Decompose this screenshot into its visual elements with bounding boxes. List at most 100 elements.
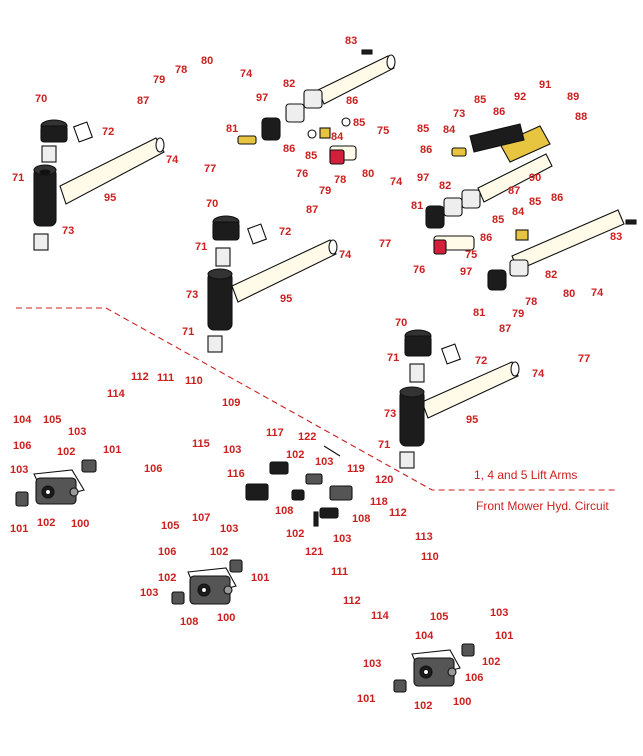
callout: 86 — [551, 192, 563, 204]
callout: 80 — [201, 55, 213, 67]
callout: 86 — [420, 144, 432, 156]
callout: 72 — [475, 355, 487, 367]
callout: 74 — [240, 68, 253, 80]
callout: 101 — [357, 693, 375, 705]
section-divider-line — [16, 307, 618, 491]
callout: 81 — [473, 307, 485, 319]
callout: 108 — [180, 616, 198, 628]
callout: 84 — [512, 206, 525, 218]
callout: 88 — [575, 111, 587, 123]
callout: 95 — [466, 414, 478, 426]
callout: 104 — [415, 630, 434, 642]
callout: 101 — [251, 572, 269, 584]
callout: 95 — [280, 293, 292, 305]
callout: 101 — [10, 523, 28, 535]
callout: 71 — [182, 326, 194, 338]
callout: 110 — [185, 375, 203, 387]
callout: 110 — [421, 551, 439, 563]
callout: 84 — [443, 124, 456, 136]
callout: 92 — [514, 91, 526, 103]
callout: 117 — [266, 427, 284, 439]
callout: 95 — [104, 192, 116, 204]
callout: 106 — [465, 672, 483, 684]
callout: 79 — [319, 185, 331, 197]
callout: 85 — [305, 150, 317, 162]
callout: 106 — [158, 546, 176, 558]
callout: 78 — [334, 174, 346, 186]
callout: 73 — [384, 408, 396, 420]
callout: 74 — [339, 249, 352, 261]
shaft-assembly-right — [425, 123, 637, 291]
callout: 86 — [480, 232, 492, 244]
callout: 112 — [389, 507, 407, 519]
callout: 122 — [298, 431, 316, 443]
callout: 86 — [346, 95, 358, 107]
callout: 102 — [286, 528, 304, 540]
callout: 85 — [417, 123, 429, 135]
callout: 74 — [532, 368, 545, 380]
callout: 103 — [490, 607, 508, 619]
callout: 79 — [153, 74, 165, 86]
callout: 103 — [68, 426, 86, 438]
callout: 102 — [286, 449, 304, 461]
callout: 77 — [379, 238, 391, 250]
callout: 106 — [13, 440, 31, 452]
callout: 97 — [460, 266, 472, 278]
callout: 85 — [529, 196, 541, 208]
callout: 118 — [370, 496, 388, 508]
callout: 73 — [453, 108, 465, 120]
callout: 73 — [186, 289, 198, 301]
callout: 78 — [525, 296, 537, 308]
callout: 82 — [439, 180, 451, 192]
lift-arm-c — [399, 329, 520, 469]
callout: 76 — [413, 264, 425, 276]
callout: 100 — [71, 518, 89, 530]
callout: 102 — [482, 656, 500, 668]
hose-fittings-center — [245, 445, 353, 527]
lift-arms-caption: 1, 4 and 5 Lift Arms — [474, 468, 577, 482]
callout: 81 — [411, 200, 423, 212]
callout: 103 — [10, 464, 28, 476]
callout: 80 — [362, 168, 374, 180]
callout: 71 — [12, 172, 24, 184]
callout: 101 — [103, 444, 121, 456]
callout: 83 — [345, 35, 357, 47]
callout: 79 — [512, 308, 524, 320]
callout: 111 — [157, 372, 174, 384]
callout: 111 — [331, 566, 348, 578]
callout: 70 — [35, 93, 47, 105]
callout: 102 — [158, 572, 176, 584]
callout: 107 — [192, 512, 210, 524]
callout: 86 — [493, 106, 505, 118]
callout: 100 — [217, 612, 235, 624]
callout: 116 — [227, 468, 245, 480]
callout: 70 — [206, 198, 218, 210]
callout: 71 — [195, 241, 207, 253]
callout-layer: 83 80 78 79 74 70 72 87 82 97 86 85 84 8… — [10, 35, 622, 712]
callout: 77 — [578, 353, 590, 365]
callout: 76 — [296, 168, 308, 180]
hydraulic-pump-left — [15, 459, 97, 507]
callout: 74 — [166, 154, 179, 166]
callout: 112 — [343, 595, 361, 607]
callout: 121 — [305, 546, 323, 558]
callout: 108 — [352, 513, 370, 525]
callout: 108 — [275, 505, 293, 517]
lift-arm-b — [207, 215, 338, 353]
hydraulic-pump-right — [393, 643, 475, 693]
callout: 97 — [417, 172, 429, 184]
lift-arm-a — [33, 119, 165, 251]
callout: 102 — [414, 700, 432, 712]
callout: 85 — [474, 94, 486, 106]
callout: 74 — [390, 176, 403, 188]
callout: 102 — [37, 517, 55, 529]
callout: 103 — [220, 523, 238, 535]
callout: 75 — [377, 125, 389, 137]
callout: 100 — [453, 696, 471, 708]
callout: 103 — [140, 587, 158, 599]
callout: 119 — [347, 463, 365, 475]
callout: 109 — [222, 397, 240, 409]
callout: 113 — [415, 531, 433, 543]
callout: 70 — [395, 317, 407, 329]
